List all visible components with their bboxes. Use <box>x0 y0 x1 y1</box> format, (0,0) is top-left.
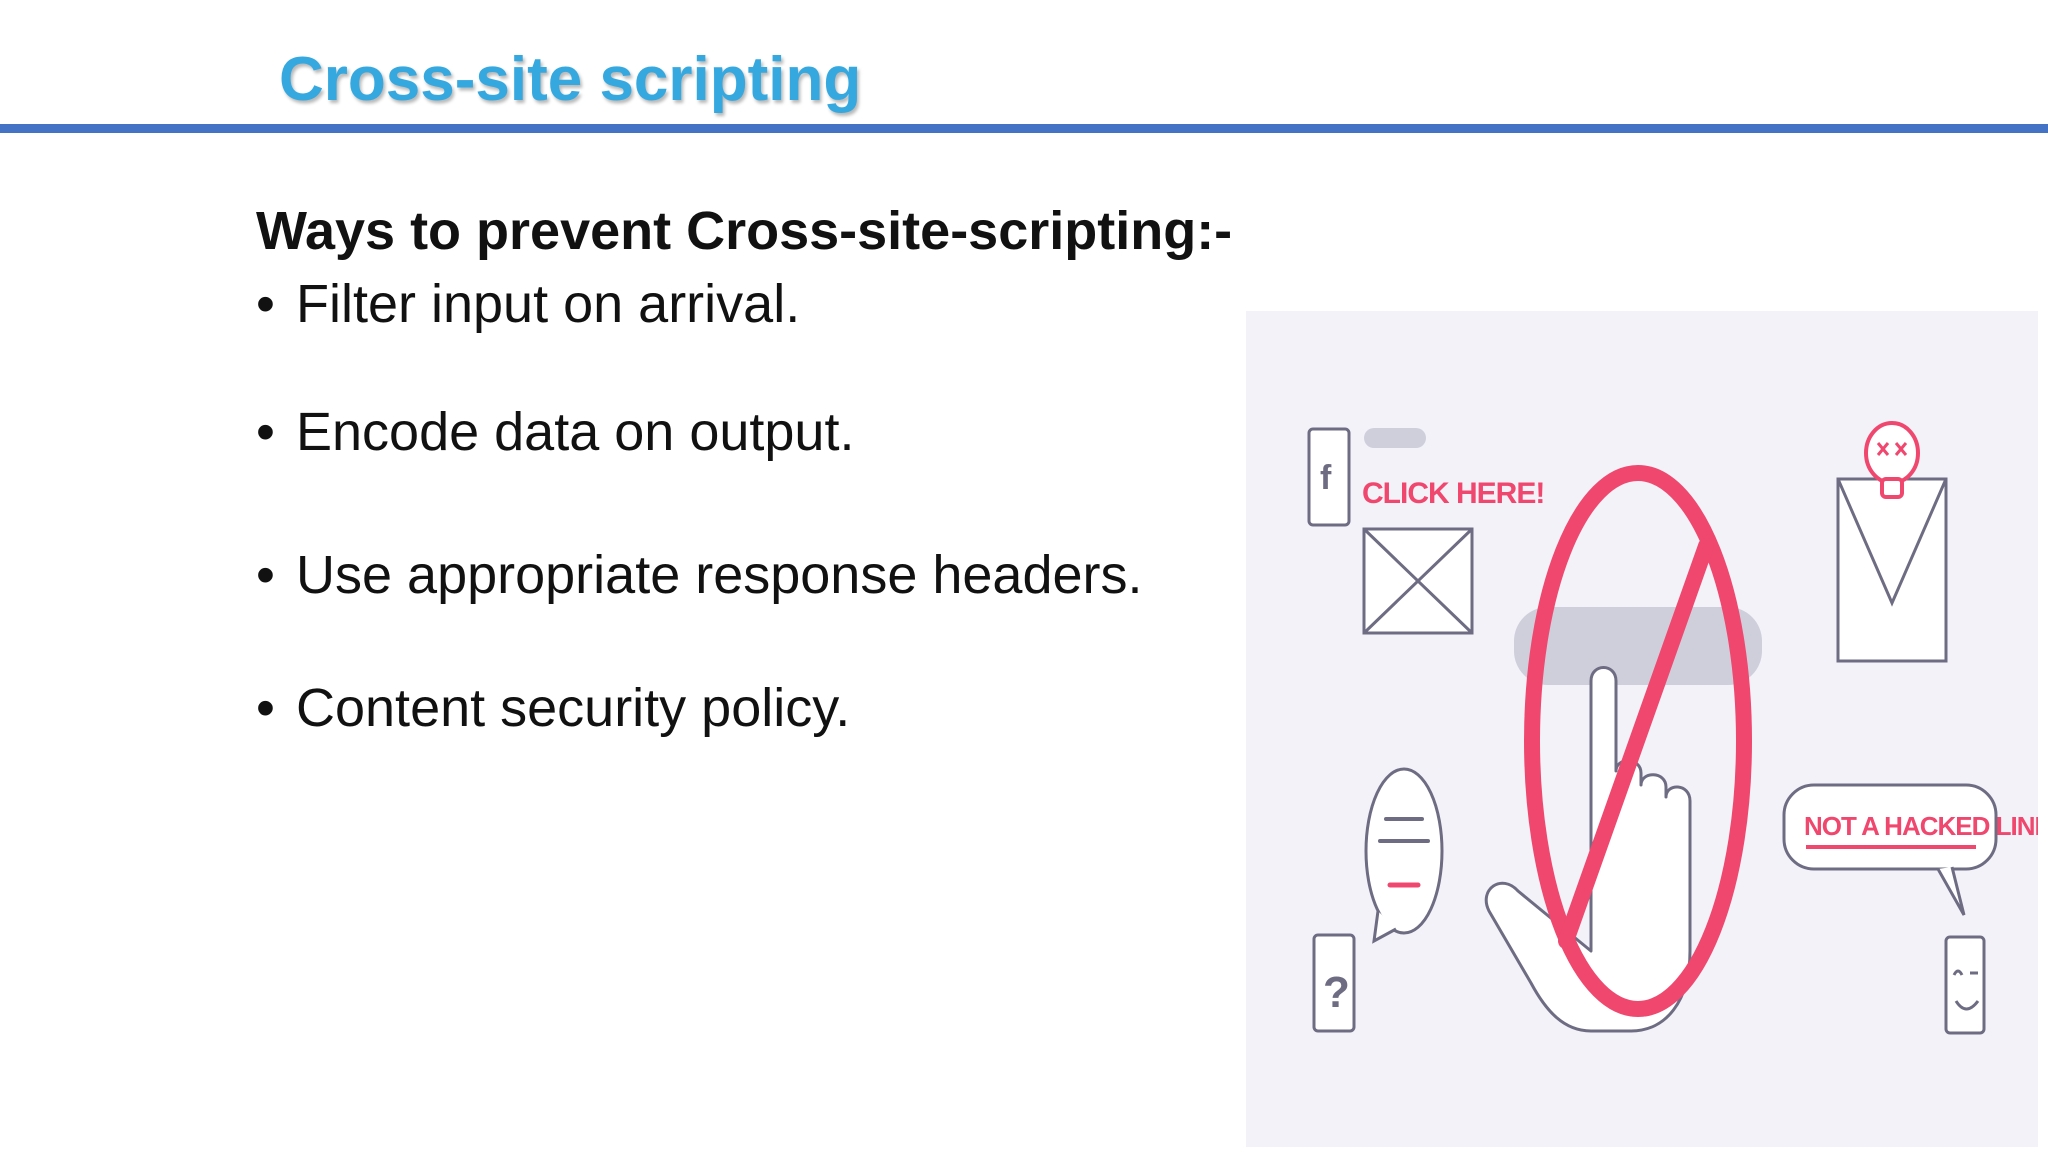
bullet-text: Content security policy. <box>296 678 851 738</box>
bullet-item: • Filter input on arrival. <box>256 269 800 339</box>
title-divider <box>0 124 2048 133</box>
slide-title: Cross-site scripting <box>279 45 862 114</box>
bullet-item: • Encode data on output. <box>256 397 854 467</box>
hacked-link-label: NOT A HACKED LINK! <box>1804 811 2038 841</box>
bullet-dot: • <box>256 274 275 334</box>
facebook-icon: f <box>1307 427 1351 527</box>
bullet-text: Use appropriate response headers. <box>296 545 1143 605</box>
click-here-label: CLICK HERE! <box>1362 477 1544 510</box>
bullet-dot: • <box>256 678 275 738</box>
prohibited-icon <box>1524 465 1752 1017</box>
placeholder-bar <box>1364 428 1426 448</box>
content-heading: Ways to prevent Cross-site-scripting:- <box>256 201 1233 261</box>
question-icon: ? <box>1312 933 1356 1033</box>
bullet-dot: • <box>256 545 275 605</box>
chat-bubble-icon <box>1364 767 1444 944</box>
skull-icon <box>1836 421 1948 663</box>
question-glyph: ? <box>1323 968 1350 1017</box>
xss-illustration: f CLICK HERE! <box>1246 311 2038 1147</box>
bullet-dot: • <box>256 402 275 462</box>
bullet-item: • Content security policy. <box>256 673 850 743</box>
link-bar <box>1514 607 1762 685</box>
bullet-text: Filter input on arrival. <box>296 274 801 334</box>
envelope-icon <box>1362 527 1474 635</box>
pointer-hand-icon <box>1484 666 1692 1033</box>
bullet-text: Encode data on output. <box>296 402 855 462</box>
hacked-link-bubble: NOT A HACKED LINK! <box>1782 783 2038 916</box>
wink-icon <box>1944 935 1986 1035</box>
bullet-item: • Use appropriate response headers. <box>256 540 1143 610</box>
facebook-glyph: f <box>1320 459 1332 497</box>
xss-illustration-svg: f CLICK HERE! <box>1307 421 2038 1035</box>
